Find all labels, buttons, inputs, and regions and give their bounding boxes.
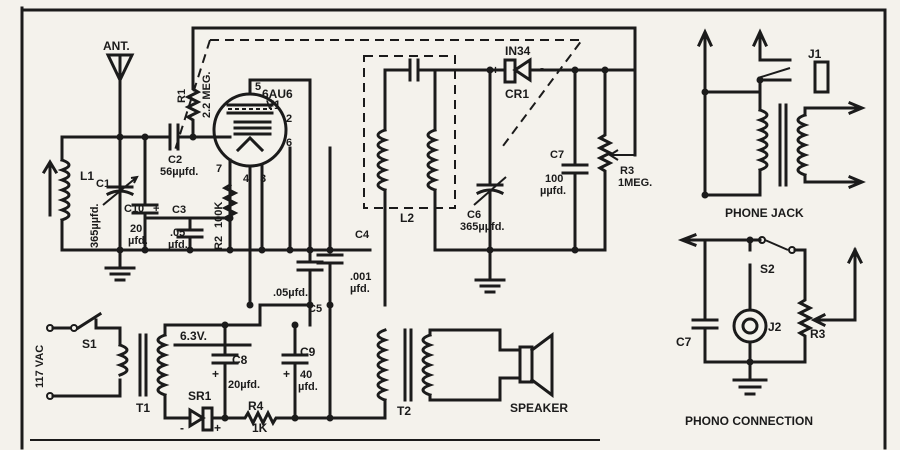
- s1-label: S1: [82, 337, 97, 351]
- l2-label: L2: [400, 211, 414, 225]
- pin7-label: 7: [216, 163, 222, 175]
- c6-value: 365µµfd.: [460, 221, 504, 233]
- pin4-label: 4: [243, 173, 250, 185]
- c2-value: 56µµfd.: [160, 166, 198, 178]
- v63-label: 6.3V.: [180, 329, 207, 343]
- c7-capacitor: [561, 68, 589, 252]
- c8-capacitor: [211, 323, 239, 420]
- b-plus-wire: [328, 303, 387, 420]
- c1-value: 365µµfd.: [89, 204, 101, 248]
- r1-resistor: [184, 26, 202, 139]
- c10-value-1: 20: [130, 223, 142, 235]
- c3-capacitor: [143, 216, 232, 252]
- tube-type-label: 6AU6: [262, 87, 293, 101]
- speaker-symbol: [518, 332, 554, 398]
- c8-label: C8: [232, 353, 248, 367]
- c7-label: C7: [550, 149, 564, 161]
- c10-plus: +: [153, 203, 159, 215]
- l2-coils: [376, 58, 492, 307]
- c1-label: C1: [96, 178, 110, 190]
- cr1-label: CR1: [505, 87, 529, 101]
- tube-v1-label: V1: [266, 98, 281, 112]
- ant-label: ANT.: [103, 39, 130, 53]
- ground-symbol-right: [474, 248, 506, 294]
- c5-capacitor: [296, 248, 324, 307]
- c4-value-2: µfd.: [350, 283, 370, 295]
- c2-label: C2: [168, 154, 182, 166]
- r3-label: R3: [620, 165, 634, 177]
- r2-value: 100K: [213, 202, 225, 228]
- r3-potentiometer: [596, 68, 635, 252]
- c4-label: C4: [355, 229, 370, 241]
- j2-label: J2: [768, 320, 782, 334]
- tube-v1: [212, 78, 312, 252]
- r4-resistor: [223, 409, 332, 427]
- c7b-label: C7: [676, 335, 692, 349]
- t1-label: T1: [136, 401, 150, 415]
- phone-jack-label: PHONE JACK: [725, 206, 804, 220]
- t2-transformer: [376, 328, 522, 420]
- sr1-minus: -: [180, 421, 184, 435]
- c10-value-2: µfd.: [128, 235, 148, 247]
- c4-capacitor: [316, 146, 372, 307]
- power-plug: [46, 311, 122, 400]
- phone-jack-circuit: [697, 28, 866, 197]
- c6-label: C6: [467, 209, 481, 221]
- pin5-label: 5: [255, 81, 261, 93]
- c3-label: C3: [172, 204, 186, 216]
- r3b-label: R3: [810, 327, 826, 341]
- c5-value: .05µfd.: [273, 287, 308, 299]
- c1-capacitor: [102, 175, 139, 206]
- c9-value-1: 40: [300, 369, 312, 381]
- phono-label: PHONO CONNECTION: [685, 414, 813, 428]
- c9-plus: +: [283, 367, 290, 381]
- speaker-label: SPEAKER: [510, 401, 568, 415]
- sr1-plus: +: [214, 421, 221, 435]
- s2-label: S2: [760, 262, 775, 276]
- c3-value-1: .05: [170, 227, 185, 239]
- c9-capacitor: [281, 323, 309, 420]
- antenna-symbol: [105, 53, 135, 252]
- phono-circuit: [677, 233, 864, 396]
- r3-value: 1MEG.: [618, 177, 652, 189]
- r2-label: R2: [213, 236, 225, 250]
- l1-label: L1: [80, 169, 94, 183]
- c9-value-2: µfd.: [298, 381, 318, 393]
- l2-shield: [363, 55, 456, 209]
- c7-value-2: µµfd.: [540, 185, 566, 197]
- j1-label: J1: [808, 47, 822, 61]
- heater-wires: [248, 164, 264, 307]
- tube-shield-lines: [174, 39, 584, 151]
- vac-label: 117 VAC: [34, 345, 46, 388]
- t2-label: T2: [397, 404, 411, 418]
- c8-value: 20µfd.: [228, 379, 260, 391]
- junction-dots: [116, 66, 764, 422]
- pin6-label: 6: [286, 137, 292, 149]
- l1-coil: [41, 135, 122, 252]
- r4-value: 1K: [252, 421, 268, 435]
- r1-label: R1: [176, 89, 188, 103]
- ground-symbol-left: [104, 248, 136, 282]
- r1-value: 2.2 MEG.: [201, 72, 213, 118]
- c9-label: C9: [300, 345, 316, 359]
- c7-value-1: 100: [545, 173, 563, 185]
- cr1-plus: +: [492, 63, 499, 77]
- r4-label: R4: [248, 399, 264, 413]
- cr1-minus: -: [540, 61, 544, 75]
- c10-capacitor: [131, 135, 159, 252]
- in34-label: IN34: [505, 44, 531, 58]
- sr1-label: SR1: [188, 389, 212, 403]
- pin2-label: 2: [286, 113, 292, 125]
- c6-capacitor: [473, 68, 507, 252]
- c3-value-2: µfd.: [168, 239, 188, 251]
- c4-value-1: .001: [350, 271, 371, 283]
- cr1-diode: [488, 57, 637, 84]
- c8-plus: +: [212, 367, 219, 381]
- c10-label: C10: [124, 203, 144, 215]
- feedback-wire: [191, 26, 637, 157]
